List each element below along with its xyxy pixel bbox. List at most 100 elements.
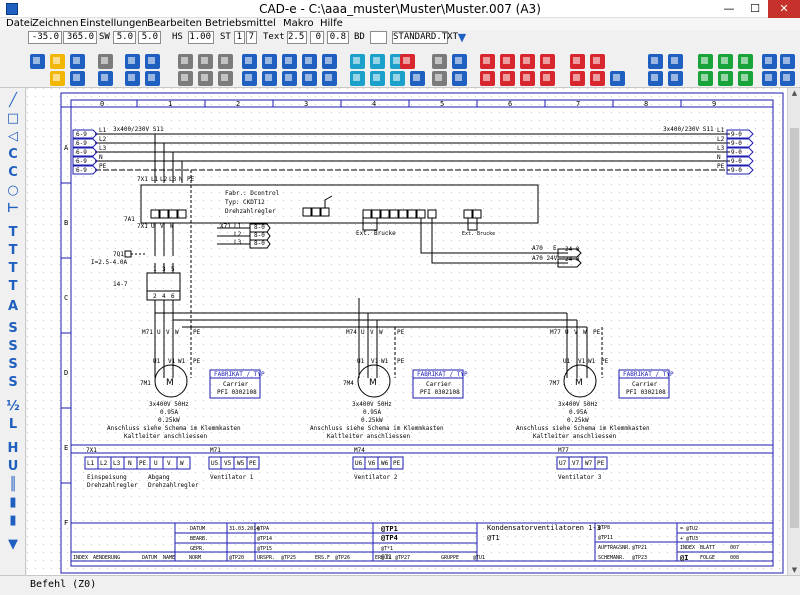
scroll-down-icon[interactable]: ▼	[791, 566, 798, 574]
y-coordinate-field[interactable]: 365.0	[63, 31, 97, 44]
minimize-button[interactable]: —	[723, 2, 735, 15]
zoom-fit-icon[interactable]	[262, 54, 277, 69]
print-icon[interactable]	[98, 54, 113, 69]
scroll-up-icon[interactable]: ▲	[791, 89, 798, 97]
x-coordinate-field[interactable]: -35.0	[28, 31, 62, 44]
contact-tool-icon[interactable]	[570, 54, 585, 69]
symbol-2-tool-icon[interactable]: U	[7, 459, 19, 474]
text-2-tool-icon[interactable]: T	[8, 243, 18, 258]
cross-ref-2-icon[interactable]	[500, 71, 515, 86]
menu-makro[interactable]: Makro	[283, 18, 314, 29]
next-page-icon[interactable]	[145, 71, 160, 86]
layer-icon[interactable]	[178, 71, 193, 86]
dot-icon[interactable]	[698, 71, 713, 86]
menu-betriebsmittel[interactable]: Betriebsmittel	[205, 18, 276, 29]
sw-field-2[interactable]: 5.0	[138, 31, 161, 44]
ts-2-tool-icon[interactable]: S	[8, 339, 18, 354]
arc-tool-icon[interactable]: C	[8, 147, 18, 162]
rectangle-tool-icon[interactable]: □	[6, 111, 20, 126]
ungroup-icon[interactable]	[370, 71, 385, 86]
text-3-tool-icon[interactable]: T	[8, 261, 18, 276]
forward-icon[interactable]	[452, 71, 467, 86]
menu-zeichnen[interactable]: Zeichnen	[32, 18, 79, 29]
hs-field[interactable]: 1.00	[188, 31, 214, 44]
st-field-2[interactable]: 7	[246, 31, 257, 44]
group-icon[interactable]	[350, 71, 365, 86]
arrow-down-icon[interactable]	[648, 71, 663, 86]
close-button[interactable]: ✕	[768, 0, 800, 18]
wire-tool-icon[interactable]	[480, 54, 495, 69]
undo-icon[interactable]	[432, 54, 447, 69]
connect-point-3-icon[interactable]	[738, 54, 753, 69]
zoom-out-icon[interactable]	[780, 54, 795, 69]
connect-point-2-icon[interactable]	[718, 54, 733, 69]
arrow-right-icon[interactable]	[668, 54, 683, 69]
drawing-canvas[interactable]: 0 1 2 3 4 5 6 7 8 9 A B C D E F 6-9	[27, 88, 787, 575]
zoom-all-icon[interactable]	[322, 54, 337, 69]
scroll-thumb[interactable]	[790, 128, 799, 528]
raster-icon[interactable]	[218, 54, 233, 69]
bd-field[interactable]	[370, 31, 387, 44]
print-preview-icon[interactable]	[98, 71, 113, 86]
zoom-in-icon[interactable]	[762, 54, 777, 69]
menu-datei[interactable]: Datei	[6, 18, 33, 29]
open-file-icon[interactable]	[50, 54, 65, 69]
delete-icon[interactable]	[400, 54, 415, 69]
cross-ref-4-icon[interactable]	[540, 71, 555, 86]
filter-funnel-icon[interactable]: ▼	[457, 31, 467, 44]
export-icon[interactable]	[70, 71, 85, 86]
vertical-scrollbar[interactable]: ▲ ▼	[787, 88, 800, 575]
move-icon[interactable]	[350, 54, 365, 69]
ts-3-tool-icon[interactable]: S	[8, 357, 18, 372]
fraction-tool-icon[interactable]: ½	[6, 399, 20, 414]
cross-ref-3-icon[interactable]	[520, 71, 535, 86]
zoom-page-icon[interactable]	[302, 54, 317, 69]
terminal-strip-icon[interactable]	[610, 71, 625, 86]
ts-tool-icon[interactable]: S	[8, 321, 18, 336]
dot-2-icon[interactable]	[718, 71, 733, 86]
scale-icon[interactable]	[282, 71, 297, 86]
previous-page-icon[interactable]	[125, 71, 140, 86]
wire-join-icon[interactable]	[520, 54, 535, 69]
arrow-up-icon[interactable]	[668, 71, 683, 86]
wire-number-icon[interactable]	[540, 54, 555, 69]
filter-tool-icon[interactable]: ▼	[8, 537, 18, 552]
text-field-1[interactable]: 2.5	[287, 31, 307, 44]
zoom-half-icon[interactable]	[282, 54, 297, 69]
symbol-5-tool-icon[interactable]: ▮	[9, 513, 17, 528]
ts-4-tool-icon[interactable]: S	[8, 375, 18, 390]
array-icon[interactable]	[302, 71, 317, 86]
import-icon[interactable]	[50, 71, 65, 86]
stretch-icon[interactable]	[322, 71, 337, 86]
symbol-3-tool-icon[interactable]: ║	[9, 477, 17, 492]
st-field-1[interactable]: 1	[234, 31, 245, 44]
snap-grid-icon[interactable]	[198, 54, 213, 69]
table-icon[interactable]	[198, 71, 213, 86]
back-icon[interactable]	[432, 71, 447, 86]
maximize-button[interactable]: ☐	[750, 2, 760, 15]
text-field-2[interactable]: 0	[310, 31, 324, 44]
menu-bearbeiten[interactable]: Bearbeiten	[147, 18, 202, 29]
symbol-4-tool-icon[interactable]: ▮	[9, 495, 17, 510]
new-file-icon[interactable]	[30, 54, 45, 69]
arc-2-tool-icon[interactable]: C	[8, 165, 18, 180]
sw-field-1[interactable]: 5.0	[113, 31, 136, 44]
mirror-icon[interactable]	[242, 71, 257, 86]
save-file-icon[interactable]	[70, 54, 85, 69]
copy-icon[interactable]	[370, 54, 385, 69]
grid-icon[interactable]	[178, 54, 193, 69]
fraction-2-tool-icon[interactable]: L	[8, 417, 18, 432]
attribute-tool-icon[interactable]: A	[7, 299, 19, 314]
menu-hilfe[interactable]: Hilfe	[320, 18, 343, 29]
dimension-tool-icon[interactable]: ⊢	[7, 201, 19, 216]
info-icon[interactable]	[780, 71, 795, 86]
wire-split-icon[interactable]	[500, 54, 515, 69]
pan-icon[interactable]	[762, 71, 777, 86]
menu-einstellungen[interactable]: Einstellungen	[80, 18, 148, 29]
symbol-tool-icon[interactable]: H	[7, 441, 19, 456]
first-page-icon[interactable]	[125, 54, 140, 69]
terminal-tool-2-icon[interactable]	[590, 71, 605, 86]
text-edit-tool-icon[interactable]: T	[8, 279, 18, 294]
font-file-field[interactable]: STANDARD.TXT	[392, 31, 459, 44]
circle-tool-icon[interactable]: ○	[7, 183, 19, 198]
